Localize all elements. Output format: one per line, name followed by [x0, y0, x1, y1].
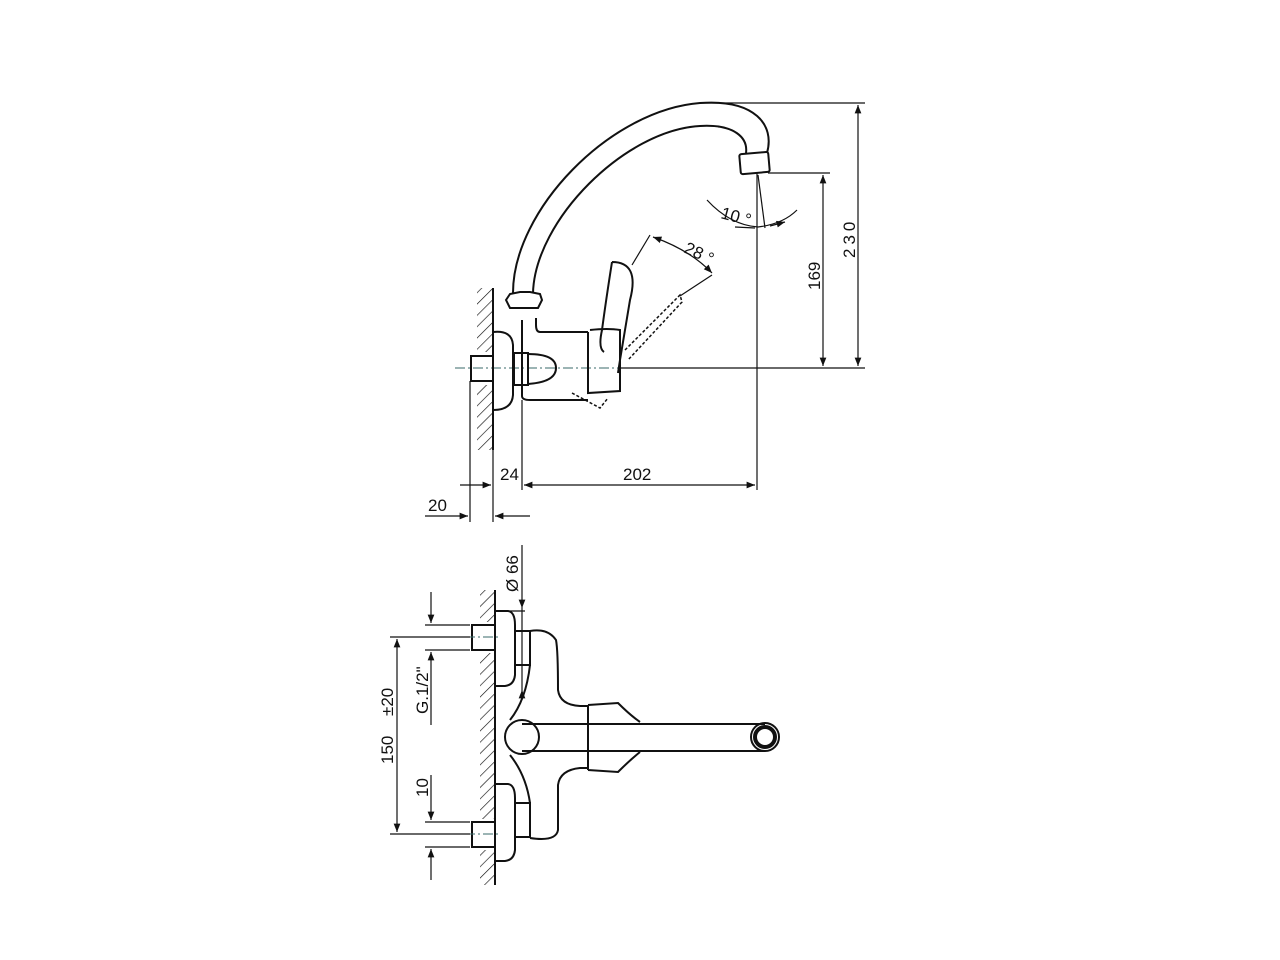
- valve-body: [509, 629, 588, 840]
- valve-body: [521, 318, 588, 401]
- dim-spout-angle: 10 °: [719, 204, 753, 230]
- spout-collar: [504, 291, 544, 309]
- nut-bottom: [514, 802, 531, 838]
- lever-open-position: [571, 293, 683, 409]
- inlet-stub: [470, 355, 494, 382]
- aerator: [738, 150, 771, 176]
- flange-bottom: [495, 783, 516, 862]
- dimension-lines: [390, 545, 526, 880]
- side-view: 20 24 202 169 230 10 ° 28 °: [425, 101, 865, 522]
- cartridge: [587, 328, 621, 395]
- cartridge: [587, 701, 641, 774]
- lever-handle: [522, 723, 765, 752]
- flange: [492, 330, 514, 411]
- dim-inlet-thread: G.1/2": [413, 666, 432, 714]
- dim-inlet-spacing: 150: [378, 736, 397, 764]
- dim-flange-depth: 24: [500, 465, 519, 484]
- lever-hub: [504, 719, 540, 755]
- cap: [527, 353, 558, 385]
- dim-inlet-tolerance: ±20: [378, 688, 397, 716]
- spout-inner: [532, 124, 748, 294]
- lever-tip: [750, 722, 780, 752]
- dim-outlet-height: 169: [805, 262, 824, 290]
- wall-section: [480, 590, 496, 885]
- dim-total-height: 230: [840, 218, 859, 258]
- spout-outer: [512, 101, 770, 294]
- dim-spout-reach: 202: [623, 465, 651, 484]
- dim-lever-angle: 28 °: [681, 238, 717, 268]
- dim-escutcheon-diameter: Ø 66: [503, 555, 522, 592]
- lever: [599, 261, 634, 374]
- dim-inlet-protrusion: 10: [413, 778, 432, 797]
- dimension-lines: [425, 102, 865, 522]
- front-view: Ø 66 150 ±20 G.1/2" 10: [378, 545, 780, 885]
- wall-section: [477, 288, 494, 450]
- dim-wall-offset: 20: [428, 496, 447, 515]
- flange-top: [495, 610, 516, 687]
